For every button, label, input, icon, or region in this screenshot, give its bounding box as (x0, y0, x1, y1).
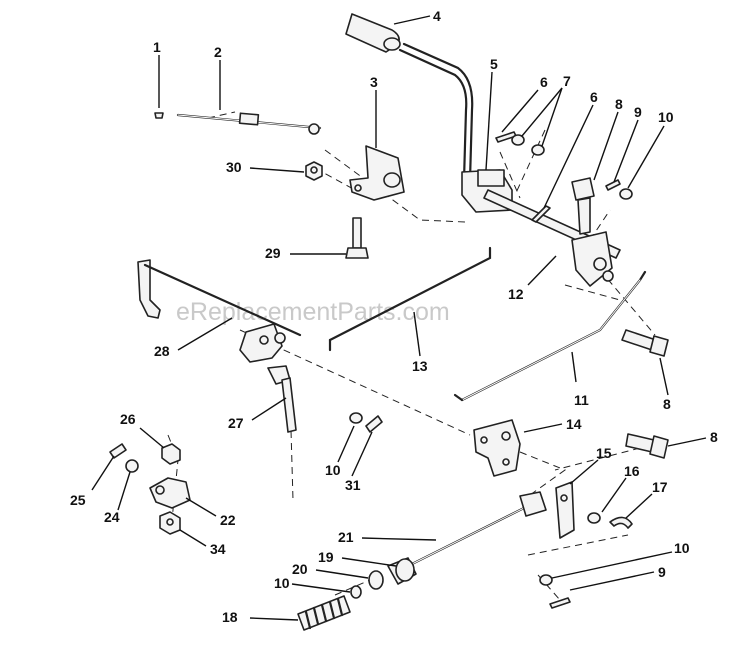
callout-6b: 6 (590, 89, 598, 105)
callout-9a: 9 (634, 104, 642, 120)
part-14-bracket (473, 419, 521, 477)
part-26-nut (161, 443, 181, 465)
callout-34: 34 (210, 541, 226, 557)
part-17-clip (609, 516, 633, 529)
part-25-hairpin (109, 443, 127, 459)
part-10-washer-mid (349, 412, 363, 424)
part-20-nut (368, 570, 384, 590)
callout-4: 4 (433, 8, 441, 24)
part-4-handle-grip (345, 13, 401, 53)
part-13-link-rod (328, 246, 492, 352)
callout-25: 25 (70, 492, 86, 508)
callout-16: 16 (624, 463, 640, 479)
callout-8c: 8 (710, 429, 718, 445)
callout-24: 24 (104, 509, 120, 525)
part-22-swivel (149, 477, 191, 509)
callout-6a: 6 (540, 74, 548, 90)
callout-7: 7 (563, 73, 571, 89)
callout-26: 26 (120, 411, 136, 427)
part-10-washer-right (539, 574, 553, 586)
callout-18: 18 (222, 609, 238, 625)
callout-20: 20 (292, 561, 308, 577)
part-31-hairpin (365, 415, 383, 433)
part-9-pin-top (605, 179, 621, 191)
callout-10d: 10 (274, 575, 290, 591)
part-12-lift-shaft (483, 189, 621, 287)
callout-5: 5 (490, 56, 498, 72)
part-15-plate (555, 481, 575, 539)
part-2-rod (176, 112, 322, 135)
callout-labels: 1 2 3 4 5 6 6 7 8 8 8 9 9 10 10 10 10 11… (70, 8, 718, 625)
part-8-bolt-top (571, 177, 595, 235)
callout-3: 3 (370, 74, 378, 90)
callout-27: 27 (228, 415, 244, 431)
callout-10b: 10 (325, 462, 341, 478)
callout-8a: 8 (615, 96, 623, 112)
callout-17: 17 (652, 479, 668, 495)
part-21-threaded-rod (398, 491, 547, 572)
watermark-text: eReplacementParts.com (176, 298, 450, 326)
callout-2: 2 (214, 44, 222, 60)
callout-leaders (91, 15, 707, 621)
callout-30: 30 (226, 159, 242, 175)
callout-19: 19 (318, 549, 334, 565)
part-10-washer-top (619, 188, 633, 200)
part-6-cotter-pin-mid (531, 205, 551, 223)
part-3-bracket (349, 145, 405, 201)
callout-15: 15 (596, 445, 612, 461)
callout-11: 11 (574, 392, 589, 408)
callout-29: 29 (265, 245, 281, 261)
part-11-long-rod (453, 270, 647, 402)
callout-12: 12 (508, 286, 524, 302)
part-30-nut (305, 161, 323, 181)
callout-22: 22 (220, 512, 236, 528)
part-8-bolt-right (621, 329, 669, 357)
part-18-spring (297, 595, 351, 631)
part-8-bolt-lower (625, 433, 669, 459)
part-9-pin-lower (549, 597, 571, 609)
part-1-pin (154, 112, 164, 119)
callout-10c: 10 (674, 540, 690, 556)
part-7-washers (511, 134, 545, 156)
callout-14: 14 (566, 416, 582, 432)
part-28-cross-shaft (137, 259, 302, 363)
callout-10a: 10 (658, 109, 674, 125)
callout-28: 28 (154, 343, 170, 359)
part-27-adjusting-bolt (267, 365, 297, 433)
part-34-nut (159, 511, 181, 535)
part-29-bolt (345, 217, 369, 259)
part-16-washer (587, 512, 601, 524)
callout-21: 21 (338, 529, 354, 545)
callout-9b: 9 (658, 564, 666, 580)
callout-13: 13 (412, 358, 428, 374)
callout-1: 1 (153, 39, 161, 55)
callout-8b: 8 (663, 396, 671, 412)
callout-31: 31 (345, 477, 361, 493)
part-24-washer (125, 459, 139, 473)
part-10-washer-lower (350, 585, 362, 599)
part-19-collar (387, 557, 417, 585)
